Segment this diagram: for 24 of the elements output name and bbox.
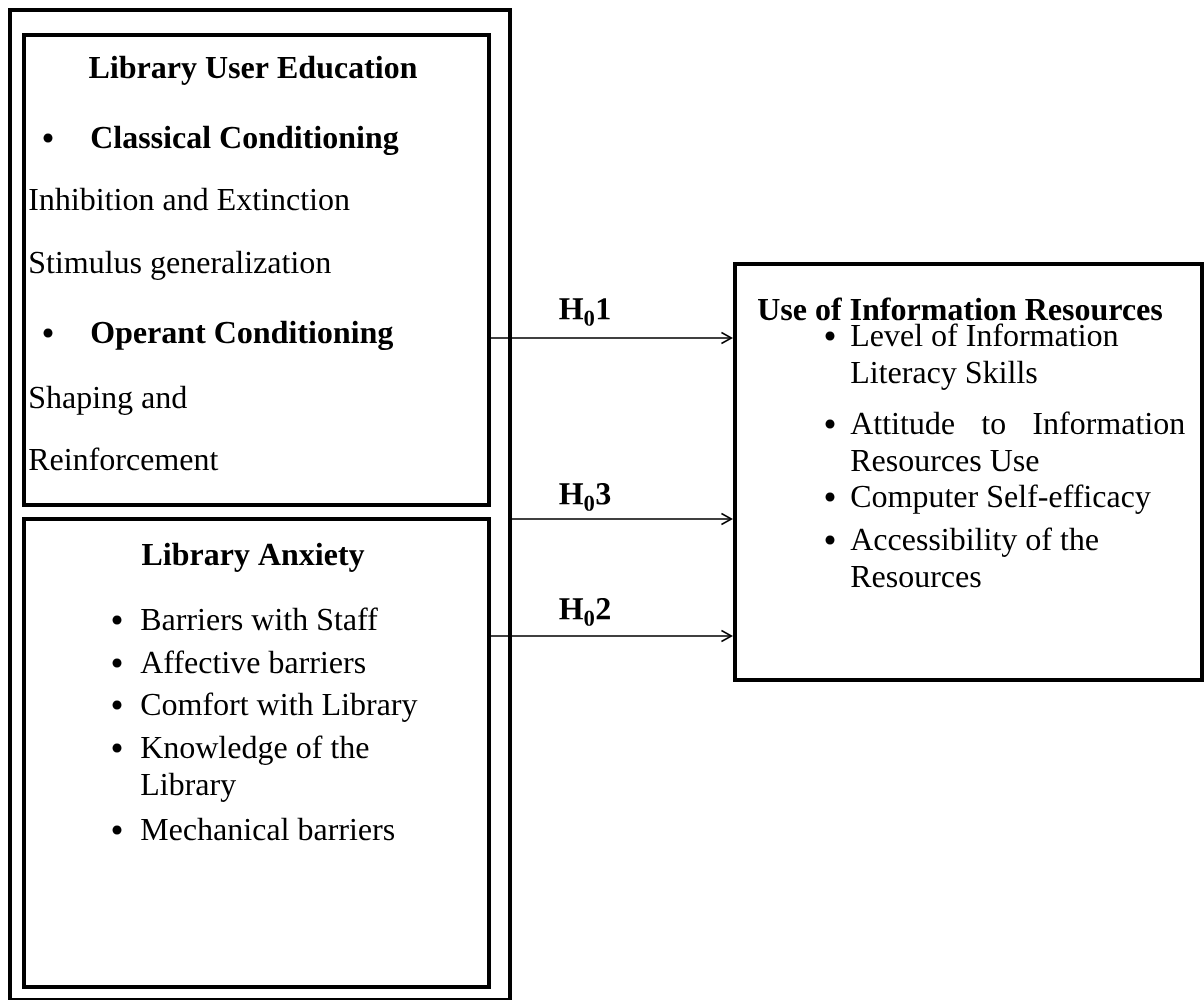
bullet-list-item: Operant Conditioning (43, 320, 394, 351)
box-heading: Use of Information Resources (758, 297, 1162, 321)
bullet-list-item: Computer Self-efficacy (825, 484, 1151, 514)
arrow (490, 331, 733, 345)
outer-frame (8, 8, 512, 1000)
arrow (511, 512, 733, 526)
bullet-list-item: Classical Conditioning (43, 125, 399, 156)
bullet-list-item: Knowledge of the Library (112, 735, 369, 802)
bullet-list-item: Accessibility of the Resources (825, 527, 1098, 588)
list-text: Shaping and Reinforcement (29, 385, 219, 471)
edge-label: H$_{0}$2 (557, 597, 613, 627)
bullet-list-item: Comfort with Library (112, 692, 418, 722)
bullet-list-item: Level of Information Literacy Skills (825, 323, 1119, 390)
box-heading: Library User Education (89, 55, 417, 85)
bullet-list-item: Attitude to Information Resources Use (825, 411, 1185, 472)
bullet-list-item: Mechanical barriers (112, 817, 395, 841)
arrow (490, 629, 733, 643)
edge-label: H$_{0}$1 (557, 297, 613, 327)
list-text: Stimulus generalization (30, 250, 331, 280)
box-heading: Library Anxiety (142, 542, 365, 572)
edge-label: H$_{0}$3 (557, 482, 613, 512)
list-text: Inhibition and Extinction (29, 187, 350, 211)
bullet-list-item: Barriers with Staff (112, 607, 378, 631)
bullet-list-item: Affective barriers (112, 650, 365, 674)
